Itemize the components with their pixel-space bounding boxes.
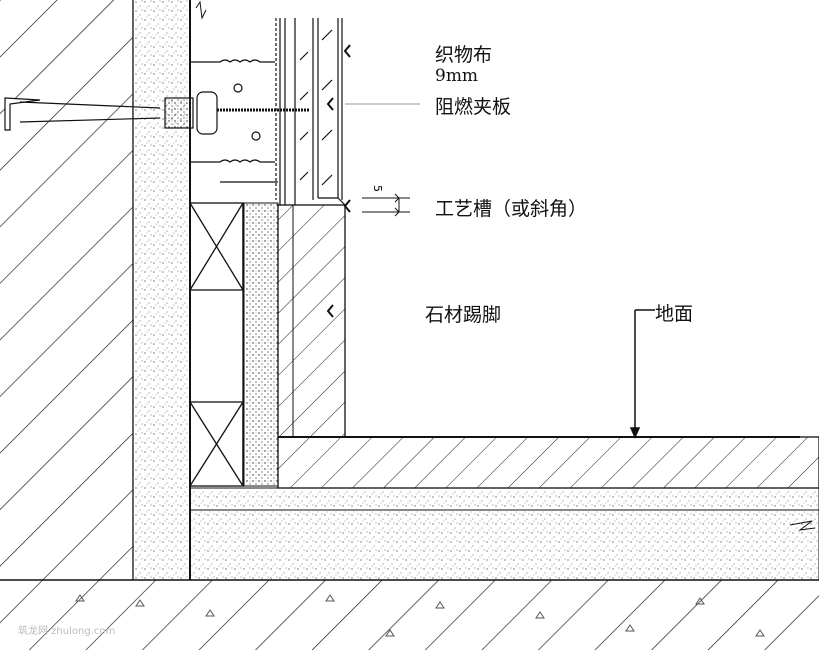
break-line-symbol — [195, 0, 207, 20]
concrete-slab — [189, 509, 819, 581]
leader-marks — [326, 44, 351, 318]
expansion-bolt — [4, 91, 310, 135]
groove-dimension-value: 5 — [371, 185, 384, 192]
groove-dimension — [362, 193, 410, 217]
masonry-wall — [0, 0, 133, 580]
metal-bracket — [190, 18, 278, 200]
label-thickness: 9mm — [435, 66, 479, 86]
break-line-symbol — [789, 520, 816, 531]
label-floor: 地面 — [655, 303, 694, 325]
wood-block — [189, 202, 244, 487]
foundation — [0, 580, 819, 650]
floor-leader — [629, 309, 655, 439]
label-skirting: 石材踢脚 — [425, 304, 502, 326]
plaster-layer — [133, 0, 190, 580]
label-groove: 工艺槽（或斜角） — [435, 198, 588, 220]
screed-layer — [189, 487, 819, 511]
watermark: 筑龙网 zhulong.com — [18, 626, 116, 637]
label-fabric: 织物布 — [435, 44, 493, 66]
label-plywood: 阻燃夹板 — [435, 96, 512, 118]
floor-finish — [277, 436, 819, 489]
stone-skirting — [277, 204, 346, 438]
mortar-layer — [243, 202, 279, 487]
aggregate-marks — [75, 594, 765, 637]
fabric-plywood-panel — [279, 18, 346, 206]
